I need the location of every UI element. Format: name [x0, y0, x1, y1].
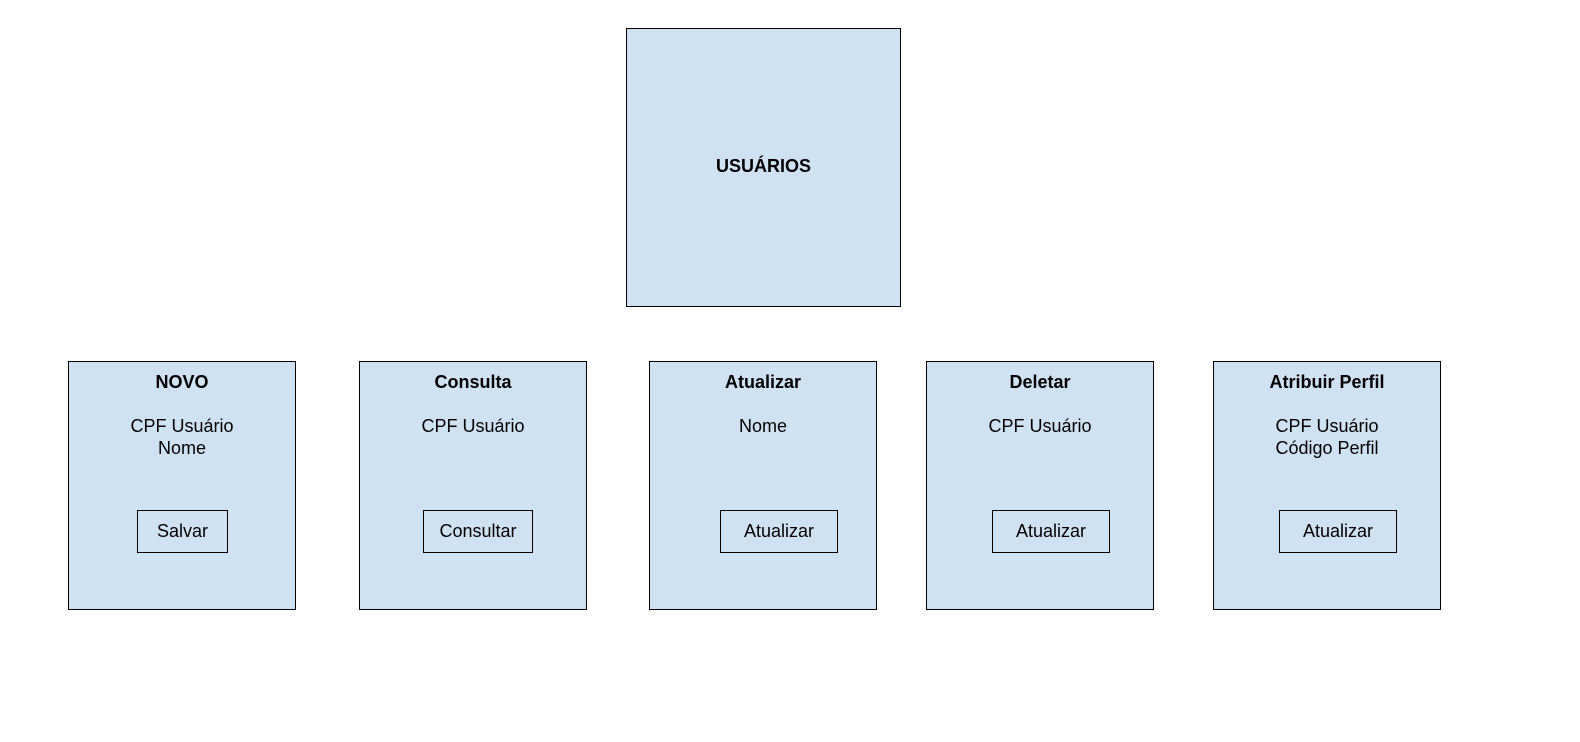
- card-title: Atualizar: [724, 372, 802, 392]
- field-label: Nome: [738, 416, 787, 436]
- deletar-atualizar-button[interactable]: Atualizar: [992, 510, 1110, 553]
- card-title: NOVO: [155, 372, 209, 392]
- field-label: CPF Usuário: [1275, 416, 1379, 436]
- card-atualizar: Atualizar Nome Atualizar: [649, 361, 877, 610]
- card-title: Atribuir Perfil: [1269, 372, 1385, 392]
- consultar-button[interactable]: Consultar: [423, 510, 533, 553]
- card-consulta: Consulta CPF Usuário Consultar: [359, 361, 587, 610]
- field-label: CPF Usuário: [421, 416, 525, 436]
- field-label: Nome: [157, 438, 206, 458]
- atribuir-perfil-button[interactable]: Atualizar: [1279, 510, 1397, 553]
- card-fields: CPF Usuário Código Perfil: [1214, 415, 1440, 459]
- card-novo: NOVO CPF Usuário Nome Salvar: [68, 361, 296, 610]
- card-fields: CPF Usuário: [360, 415, 586, 437]
- salvar-button[interactable]: Salvar: [137, 510, 228, 553]
- card-atribuir-perfil: Atribuir Perfil CPF Usuário Código Perfi…: [1213, 361, 1441, 610]
- card-deletar: Deletar CPF Usuário Atualizar: [926, 361, 1154, 610]
- field-label: CPF Usuário: [988, 416, 1092, 436]
- usuarios-box: USUÁRIOS: [626, 28, 901, 307]
- atualizar-button[interactable]: Atualizar: [720, 510, 838, 553]
- field-label: CPF Usuário: [130, 416, 234, 436]
- card-title: Consulta: [434, 372, 512, 392]
- card-fields: Nome: [650, 415, 876, 437]
- field-label: Código Perfil: [1275, 438, 1379, 458]
- card-fields: CPF Usuário: [927, 415, 1153, 437]
- usuarios-title: USUÁRIOS: [715, 156, 811, 176]
- card-fields: CPF Usuário Nome: [69, 415, 295, 459]
- card-title: Deletar: [1009, 372, 1071, 392]
